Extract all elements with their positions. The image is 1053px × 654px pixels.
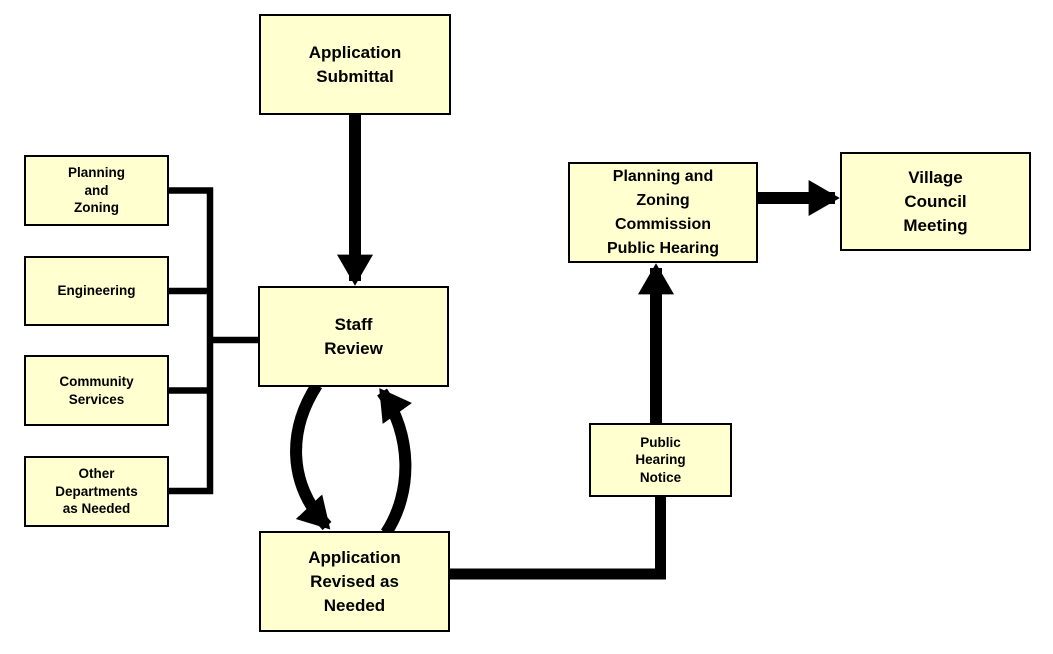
node-pz-commission-public-hearing: Planning and Zoning Commission Public He… (568, 162, 758, 263)
node-engineering: Engineering (24, 256, 169, 326)
node-application-submittal: Application Submittal (259, 14, 451, 115)
edge-staff-to-revised-curve-arrow (290, 381, 332, 531)
node-village-council-meeting: Village Council Meeting (840, 152, 1031, 251)
edge-revised-to-staff-curve-arrow (377, 388, 412, 537)
node-application-revised: Application Revised as Needed (259, 531, 450, 632)
node-other-departments: Other Departments as Needed (24, 456, 169, 527)
node-community-services: Community Services (24, 355, 169, 426)
edge-revised-to-notice-elbow (448, 495, 666, 580)
node-staff-review: Staff Review (258, 286, 449, 387)
node-planning-and-zoning: Planning and Zoning (24, 155, 169, 226)
node-public-hearing-notice: Public Hearing Notice (589, 423, 732, 497)
